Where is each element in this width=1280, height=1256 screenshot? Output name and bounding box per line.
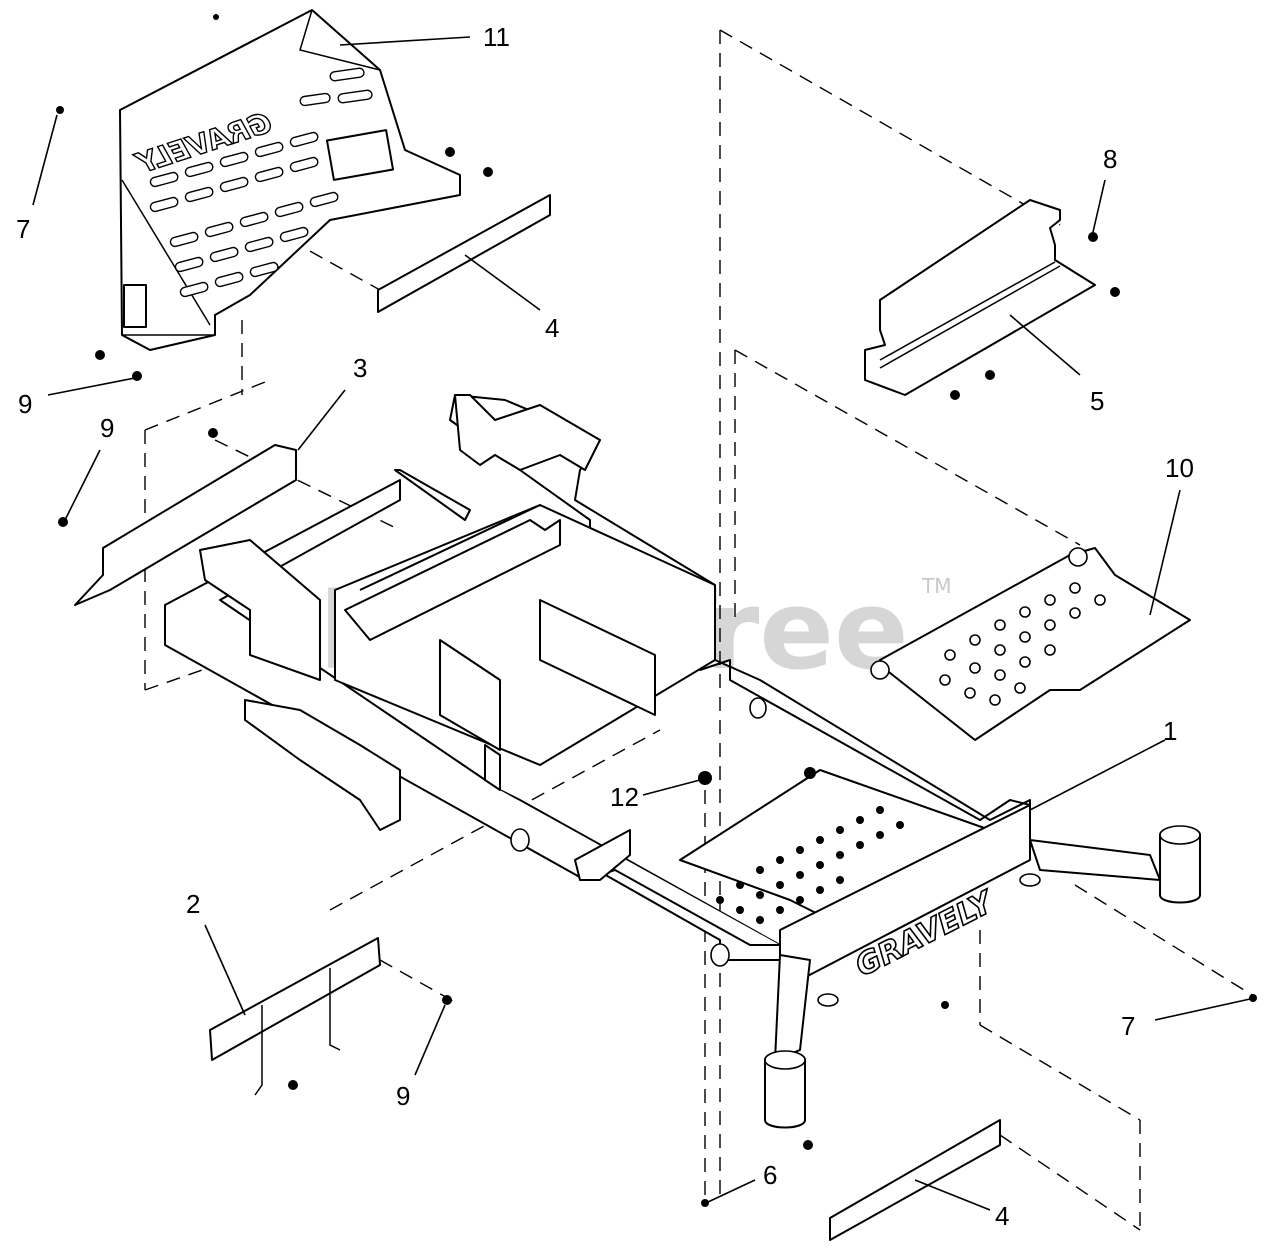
part-2-strip	[209, 937, 381, 1096]
leader-lines	[32, 36, 1251, 1211]
part-4-upper-strip	[377, 194, 551, 313]
fasteners	[56, 14, 1257, 1207]
callout-12: 12	[610, 782, 639, 812]
callout-9: 9	[18, 389, 32, 419]
callout-3: 3	[353, 353, 367, 383]
bolt-icon	[208, 428, 218, 438]
bolt-icon	[804, 767, 816, 779]
callout-4: 4	[995, 1201, 1009, 1231]
callout-10: 10	[1165, 453, 1194, 483]
bolt-icon	[701, 1199, 709, 1207]
callout-6: 6	[763, 1160, 777, 1190]
bolt-icon	[1249, 994, 1257, 1002]
bolt-icon	[213, 14, 219, 20]
callout-9: 9	[396, 1081, 410, 1111]
bolt-icon	[698, 771, 712, 785]
callout-4: 4	[545, 313, 559, 343]
callout-7: 7	[1121, 1011, 1135, 1041]
foot-plate-holes	[939, 582, 1106, 706]
seat-pan-slots	[149, 67, 373, 298]
callout-1: 1	[1163, 716, 1177, 746]
callout-8: 8	[1103, 144, 1117, 174]
part-11-seat-pan: GRAVELY	[119, 9, 461, 351]
bolt-icon	[950, 390, 960, 400]
callout-2: 2	[186, 889, 200, 919]
bolt-icon	[1110, 287, 1120, 297]
bolt-icon	[483, 167, 493, 177]
bolt-icon	[132, 371, 142, 381]
part-5-bracket	[864, 199, 1096, 396]
bolt-icon	[941, 1001, 949, 1009]
callout-labels: 11 7 4 8 5 9 3 9 10 1 12 2 9 7 6 4	[16, 22, 1194, 1231]
callout-5: 5	[1090, 386, 1104, 416]
part-3-side-plate	[74, 444, 297, 606]
bolt-icon	[442, 995, 452, 1005]
bolt-icon	[288, 1080, 298, 1090]
frame-step-holes	[716, 806, 904, 924]
bolt-icon	[445, 147, 455, 157]
bolt-icon	[1088, 232, 1098, 242]
callout-11: 11	[483, 22, 510, 52]
bolt-icon	[985, 370, 995, 380]
bolt-icon	[803, 1140, 813, 1150]
callout-7: 7	[16, 214, 30, 244]
part-10-foot-plate	[870, 547, 1191, 741]
callout-9: 9	[100, 413, 114, 443]
watermark-trademark: TM	[921, 574, 951, 598]
bolt-icon	[95, 350, 105, 360]
bolt-icon	[56, 106, 64, 114]
part-1-main-frame: GRAVELY	[164, 394, 1201, 1129]
